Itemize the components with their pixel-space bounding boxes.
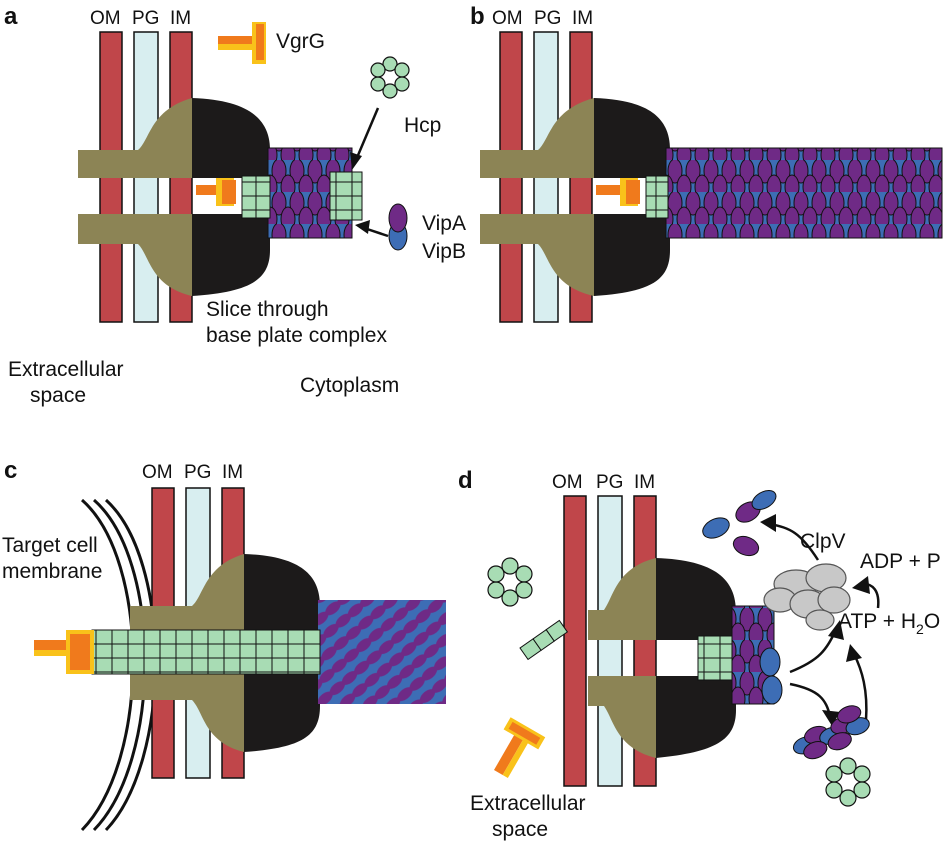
vipb-label: VipB bbox=[422, 240, 466, 263]
hcp-label: Hcp bbox=[404, 114, 441, 137]
hcp-fragment-icon bbox=[519, 619, 569, 661]
vipa-label: VipA bbox=[422, 212, 466, 235]
om-label-a: OM bbox=[90, 8, 121, 29]
hcp-tube-d bbox=[697, 635, 733, 681]
pg-label-c: PG bbox=[184, 462, 211, 483]
vgrg-icon-a bbox=[218, 22, 266, 64]
panel-label-c: c bbox=[4, 457, 17, 484]
om-label-d: OM bbox=[552, 472, 583, 493]
hcp-hexamer-icon-a bbox=[370, 56, 410, 99]
panel-d: d OM PG IM Extracellular bbox=[458, 467, 941, 841]
peptidoglycan-d bbox=[597, 495, 623, 787]
baseplate-left-c bbox=[130, 554, 244, 752]
baseplate-right-a bbox=[192, 98, 270, 296]
im-label-b: IM bbox=[572, 8, 593, 29]
im-label-a: IM bbox=[170, 8, 191, 29]
vipa-icon-a bbox=[388, 203, 408, 233]
baseplate-left-a bbox=[78, 98, 192, 296]
baseplate-right-b bbox=[594, 98, 670, 296]
vgrg-inner-b bbox=[596, 178, 640, 206]
panel-label-d: d bbox=[458, 467, 473, 494]
sheath-fragment-icon bbox=[792, 705, 870, 760]
panel-c: c OM PG IM Target cell membrane bbox=[2, 457, 446, 832]
extracellular-label-a2: space bbox=[30, 384, 86, 407]
hcp-hexamer-icon-d2 bbox=[825, 757, 871, 807]
slice-label-2: base plate complex bbox=[206, 324, 387, 347]
cytoplasm-label: Cytoplasm bbox=[300, 374, 399, 397]
im-label-d: IM bbox=[634, 472, 655, 493]
slice-label-1: Slice through bbox=[206, 298, 329, 321]
panel-a: a OM PG IM VgrG bbox=[4, 3, 466, 407]
sheath-b bbox=[665, 147, 943, 239]
extracellular-label-d1: Extracellular bbox=[470, 792, 586, 815]
outer-membrane-d bbox=[563, 495, 587, 787]
baseplate-left-d bbox=[588, 558, 656, 758]
target-membrane-label-1: Target cell bbox=[2, 534, 98, 557]
im-label-c: IM bbox=[222, 462, 243, 483]
hcp-ring-a bbox=[329, 171, 363, 221]
om-label-c: OM bbox=[142, 462, 173, 483]
atp-label: ATP + H2O bbox=[838, 610, 940, 637]
panel-b: b OM PG IM bbox=[470, 3, 943, 323]
hcp-tube-a bbox=[241, 175, 271, 219]
pg-label-d: PG bbox=[596, 472, 623, 493]
target-membrane-label-2: membrane bbox=[2, 560, 102, 583]
baseplate-left-b bbox=[480, 98, 594, 296]
vipb-free-1 bbox=[702, 517, 730, 539]
pg-label-b: PG bbox=[534, 8, 561, 29]
panel-label-a: a bbox=[4, 3, 18, 30]
vipa-free-2 bbox=[732, 535, 760, 557]
baseplate-right-c bbox=[244, 554, 320, 752]
adp-label: ADP + P bbox=[860, 550, 941, 573]
extracellular-label-d2: space bbox=[492, 818, 548, 841]
hcp-hexamer-icon-d1 bbox=[487, 557, 533, 607]
baseplate-right-d bbox=[656, 558, 736, 758]
pg-label-a: PG bbox=[132, 8, 159, 29]
clpv-label: ClpV bbox=[800, 530, 846, 553]
hcp-tube-b bbox=[645, 175, 669, 219]
sheath-contracted-c bbox=[318, 600, 446, 704]
vipb-free-2 bbox=[751, 490, 777, 510]
extracellular-label-a1: Extracellular bbox=[8, 358, 124, 381]
hcp-tube-c bbox=[91, 629, 321, 675]
om-label-b: OM bbox=[492, 8, 523, 29]
vgrg-icon-d bbox=[494, 717, 546, 778]
panel-label-b: b bbox=[470, 3, 485, 30]
vgrg-label: VgrG bbox=[276, 30, 325, 53]
vgrg-punctured-c bbox=[34, 630, 94, 674]
vgrg-inner-a bbox=[196, 178, 236, 206]
clpv-icon bbox=[763, 563, 851, 631]
